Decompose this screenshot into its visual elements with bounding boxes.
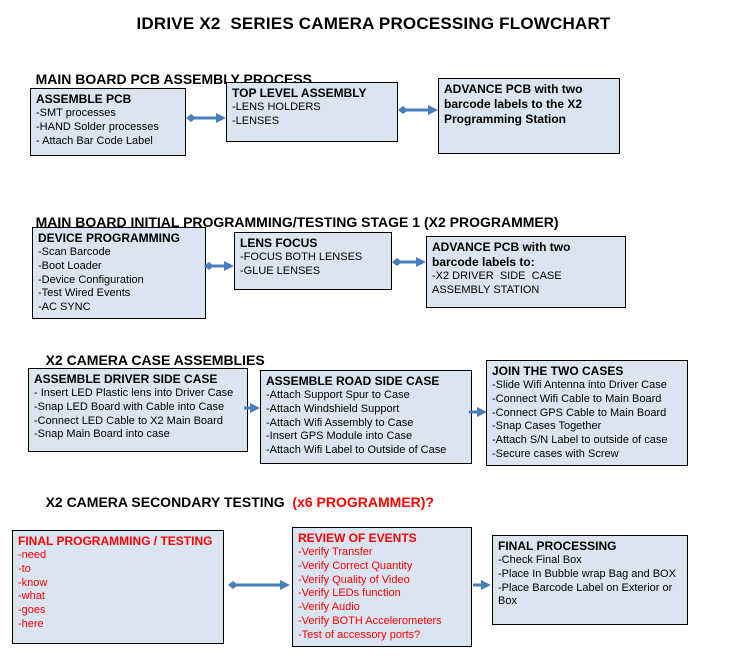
section-heading-text: MAIN BOARD INITIAL PROGRAMMING/TESTING S… (35, 214, 559, 230)
flow-box-final-processing: FINAL PROCESSING -Check Final Box-Place … (492, 535, 688, 625)
section-heading-text: X2 CAMERA SECONDARY TESTING (45, 494, 285, 510)
box-item: -Verify BOTH Accelerometers (298, 614, 442, 627)
box-item: -Connect GPS Cable to Main Board (492, 406, 667, 419)
box-item: -Insert GPS Module into Case (266, 430, 413, 443)
box-title: FINAL PROCESSING (498, 539, 617, 553)
flow-arrow-icon (204, 261, 234, 271)
section-heading-secondary-testing: X2 CAMERA SECONDARY TESTING (x6 PROGRAMM… (30, 478, 434, 526)
box-item: -Check Final Box (498, 554, 582, 566)
flow-box-advance-pcb-programming-station: ADVANCE PCB with two barcode labels to t… (438, 78, 620, 154)
flow-arrow-icon (392, 257, 426, 267)
section-heading-suffix: (x6 PROGRAMMER)? (284, 494, 434, 510)
box-item: -FOCUS BOTH LENSES (240, 251, 363, 263)
box-item: -to (18, 562, 31, 575)
box-items: -FOCUS BOTH LENSES-GLUE LENSES (240, 251, 386, 279)
box-item: -SMT processes (36, 107, 116, 119)
box-title: LENS FOCUS (240, 236, 318, 250)
flow-box-assemble-pcb: ASSEMBLE PCB -SMT processes-HAND Solder … (30, 88, 186, 156)
box-item: -Attach Wifi Label to Outside of Case (266, 444, 447, 456)
flow-box-lens-focus: LENS FOCUS -FOCUS BOTH LENSES-GLUE LENSE… (234, 232, 392, 290)
flow-arrow-icon (186, 113, 226, 123)
box-item: -LENSES (232, 114, 280, 127)
box-title: ASSEMBLE ROAD SIDE CASE (266, 374, 440, 388)
box-title: JOIN THE TWO CASES (492, 364, 624, 378)
flow-box-assemble-road-side-case: ASSEMBLE ROAD SIDE CASE -Attach Support … (260, 370, 472, 464)
box-title: ADVANCE PCB with two barcode labels to t… (444, 82, 586, 126)
box-items: -LENS HOLDERS-LENSES (232, 101, 392, 129)
flow-arrow-icon (473, 580, 491, 590)
box-item: -Test of accessory ports? (298, 628, 421, 641)
box-items: -Check Final Box-Place In Bubble wrap Ba… (498, 554, 682, 609)
box-item: -AC SYNC (38, 301, 91, 313)
flow-box-final-programming-testing: FINAL PROGRAMMING / TESTING -need-to-kno… (12, 530, 224, 644)
box-item: -Place In Bubble wrap Bag and BOX (498, 567, 676, 580)
box-title: ASSEMBLE DRIVER SIDE CASE (34, 372, 218, 386)
box-item: -Place Barcode Label on Exterior or Box (498, 581, 676, 608)
box-item: -Device Configuration (38, 273, 144, 286)
box-item: -Attach Support Spur to Case (266, 389, 410, 401)
box-title: REVIEW OF EVENTS (298, 531, 417, 545)
flow-box-review-of-events: REVIEW OF EVENTS -Verify Transfer-Verify… (292, 527, 472, 647)
flow-arrow-icon (398, 105, 438, 115)
flow-arrow-icon (469, 407, 487, 417)
box-item: -Connect Wifi Cable to Main Board (492, 392, 662, 405)
flow-box-device-programming: DEVICE PROGRAMMING -Scan Barcode-Boot Lo… (32, 227, 206, 319)
flow-arrow-icon (228, 580, 290, 590)
box-items: -Slide Wifi Antenna into Driver Case-Con… (492, 379, 682, 462)
box-item: -Verify Correct Quantity (298, 559, 413, 572)
section-heading-text: MAIN BOARD PCB ASSEMBLY PROCESS (35, 71, 312, 87)
box-item: -Verify Audio (298, 601, 360, 613)
box-item: -Test Wired Events (38, 287, 131, 300)
box-item: - Insert LED Plastic lens into Driver Ca… (34, 387, 234, 399)
box-item: -Snap Cases Together (492, 420, 602, 433)
box-item: -Verify LEDs function (298, 587, 401, 600)
box-items: -SMT processes-HAND Solder processes- At… (36, 107, 180, 148)
box-title: ADVANCE PCB with two barcode labels to: (432, 240, 574, 269)
flow-box-join-the-two-cases: JOIN THE TWO CASES -Slide Wifi Antenna i… (486, 360, 688, 466)
box-item: -Verify Transfer (298, 546, 373, 558)
box-item: -goes (18, 604, 46, 616)
box-item: -Boot Loader (38, 259, 102, 272)
page-title: IDRIVE X2 SERIES CAMERA PROCESSING FLOWC… (136, 14, 611, 33)
box-item: -GLUE LENSES (240, 264, 321, 277)
box-items: - Insert LED Plastic lens into Driver Ca… (34, 387, 242, 442)
box-title: DEVICE PROGRAMMING (38, 231, 181, 245)
box-item: -HAND Solder processes (36, 120, 159, 133)
section-heading-pcb-assembly: MAIN BOARD PCB ASSEMBLY PROCESS (20, 55, 312, 103)
box-item: - Attach Bar Code Label (36, 134, 153, 147)
box-item: -Scan Barcode (38, 246, 111, 258)
flow-box-assemble-driver-side-case: ASSEMBLE DRIVER SIDE CASE - Insert LED P… (28, 368, 248, 452)
box-title: ASSEMBLE PCB (36, 92, 132, 106)
box-item: -Secure cases with Screw (492, 447, 619, 460)
flow-box-top-level-assembly: TOP LEVEL ASSEMBLY -LENS HOLDERS-LENSES (226, 82, 398, 142)
box-title: TOP LEVEL ASSEMBLY (232, 86, 367, 100)
flow-box-advance-pcb-case-assembly: ADVANCE PCB with two barcode labels to: … (426, 236, 626, 308)
box-items: -Verify Transfer-Verify Correct Quantity… (298, 546, 466, 642)
section-heading-initial-programming: MAIN BOARD INITIAL PROGRAMMING/TESTING S… (20, 198, 559, 246)
box-item: -here (18, 617, 44, 630)
box-item: -Connect LED Cable to X2 Main Board (34, 414, 223, 427)
box-item: -Attach Wifi Assembly to Case (266, 416, 414, 429)
box-title: FINAL PROGRAMMING / TESTING (18, 534, 213, 548)
box-item: -what (18, 590, 45, 603)
box-item: -X2 DRIVER SIDE CASE ASSEMBLY STATION (432, 270, 568, 296)
box-item: -Attach Windshield Support (266, 402, 400, 415)
box-item: -need (18, 549, 47, 561)
box-items: -Attach Support Spur to Case-Attach Wind… (266, 389, 466, 458)
box-item: -Slide Wifi Antenna into Driver Case (492, 379, 667, 391)
box-items: -Scan Barcode-Boot Loader-Device Configu… (38, 246, 200, 315)
box-items: -X2 DRIVER SIDE CASE ASSEMBLY STATION (432, 270, 620, 298)
box-item: -Snap LED Board with Cable into Case (34, 400, 225, 413)
box-items: -need-to-know-what-goes-here (18, 549, 218, 632)
flow-arrow-icon (244, 403, 260, 413)
box-item: -know (18, 576, 48, 589)
box-item: -Verify Quality of Video (298, 573, 410, 586)
box-item: -Snap Main Board into case (34, 428, 170, 441)
section-heading-case-assemblies: X2 CAMERA CASE ASSEMBLIES (30, 336, 265, 384)
section-heading-text: X2 CAMERA CASE ASSEMBLIES (45, 352, 265, 368)
box-item: -Attach S/N Label to outside of case (492, 434, 668, 446)
box-item: -LENS HOLDERS (232, 101, 321, 113)
